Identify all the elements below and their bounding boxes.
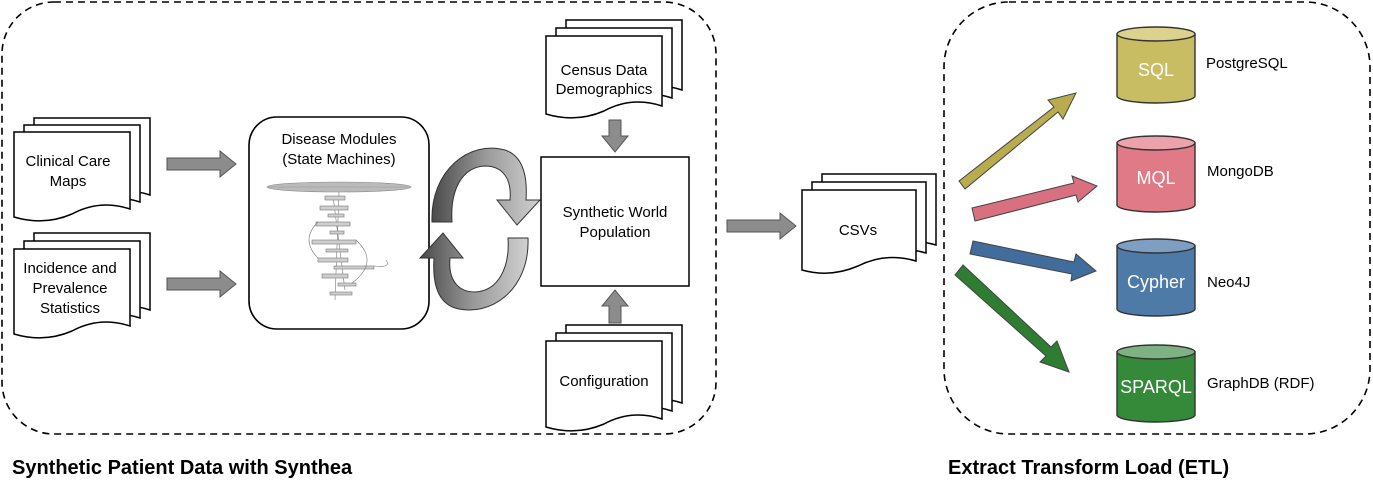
configuration-label: Configuration xyxy=(559,373,648,390)
arrow-incidence-to-modules xyxy=(166,269,237,299)
mongodb-label: MongoDB xyxy=(1207,163,1274,180)
database-sparql: SPARQL xyxy=(1116,344,1196,423)
arrow-clinical-to-modules xyxy=(166,149,237,179)
clinical-care-maps-line-2: Maps xyxy=(50,173,87,190)
disease-modules-box: Disease Modules (State Machines) xyxy=(248,116,430,330)
database-mql: MQL xyxy=(1116,135,1196,213)
synthea-caption: Synthetic Patient Data with Synthea xyxy=(12,457,353,479)
mql-label: MQL xyxy=(1136,168,1175,188)
arrow-to-sql xyxy=(958,92,1077,190)
synthea-container xyxy=(1,1,717,435)
census-line-1: Census Data xyxy=(561,62,648,79)
state-machine-graphic xyxy=(266,181,412,301)
database-cypher: Cypher xyxy=(1116,238,1196,317)
cycle-arrow-bottom xyxy=(418,232,529,311)
census-data-docs: Census Data Demographics xyxy=(545,19,683,119)
clinical-care-maps-docs: Clinical Care Maps xyxy=(13,117,151,222)
sql-label: SQL xyxy=(1138,60,1174,80)
incidence-line-2: Prevalence xyxy=(32,280,107,297)
arrow-to-cypher xyxy=(969,240,1097,282)
arrow-config-to-world xyxy=(600,289,630,324)
disease-modules-subtitle: (State Machines) xyxy=(282,151,395,168)
cycle-arrows xyxy=(418,147,542,311)
arrow-census-to-world xyxy=(600,119,630,153)
incidence-prevalence-docs: Incidence and Prevalence Statistics xyxy=(13,232,151,339)
incidence-line-1: Incidence and xyxy=(23,260,116,277)
arrow-to-sparql xyxy=(954,264,1070,373)
arrow-to-mql xyxy=(971,175,1098,222)
csvs-docs: CSVs xyxy=(801,173,937,274)
configuration-docs: Configuration xyxy=(545,324,683,432)
synthetic-world-box: Synthetic World Population xyxy=(540,156,690,287)
census-line-2: Demographics xyxy=(556,81,653,98)
csvs-label: CSVs xyxy=(839,222,877,239)
graphdb-label: GraphDB (RDF) xyxy=(1207,375,1315,392)
cycle-arrow-top xyxy=(431,147,542,226)
neo4j-label: Neo4J xyxy=(1207,274,1250,291)
synthetic-world-line-1: Synthetic World xyxy=(563,204,668,221)
sparql-label: SPARQL xyxy=(1120,377,1192,397)
etl-container xyxy=(943,1,1371,435)
arrow-world-to-csvs xyxy=(726,211,797,241)
etl-caption: Extract Transform Load (ETL) xyxy=(948,457,1230,479)
incidence-line-3: Statistics xyxy=(40,300,100,317)
postgresql-label: PostgreSQL xyxy=(1206,55,1288,72)
clinical-care-maps-line-1: Clinical Care xyxy=(25,153,110,170)
disease-modules-title: Disease Modules xyxy=(281,131,396,148)
database-sql: SQL xyxy=(1116,26,1196,104)
cypher-label: Cypher xyxy=(1127,272,1185,292)
synthetic-world-line-2: Population xyxy=(580,224,651,241)
